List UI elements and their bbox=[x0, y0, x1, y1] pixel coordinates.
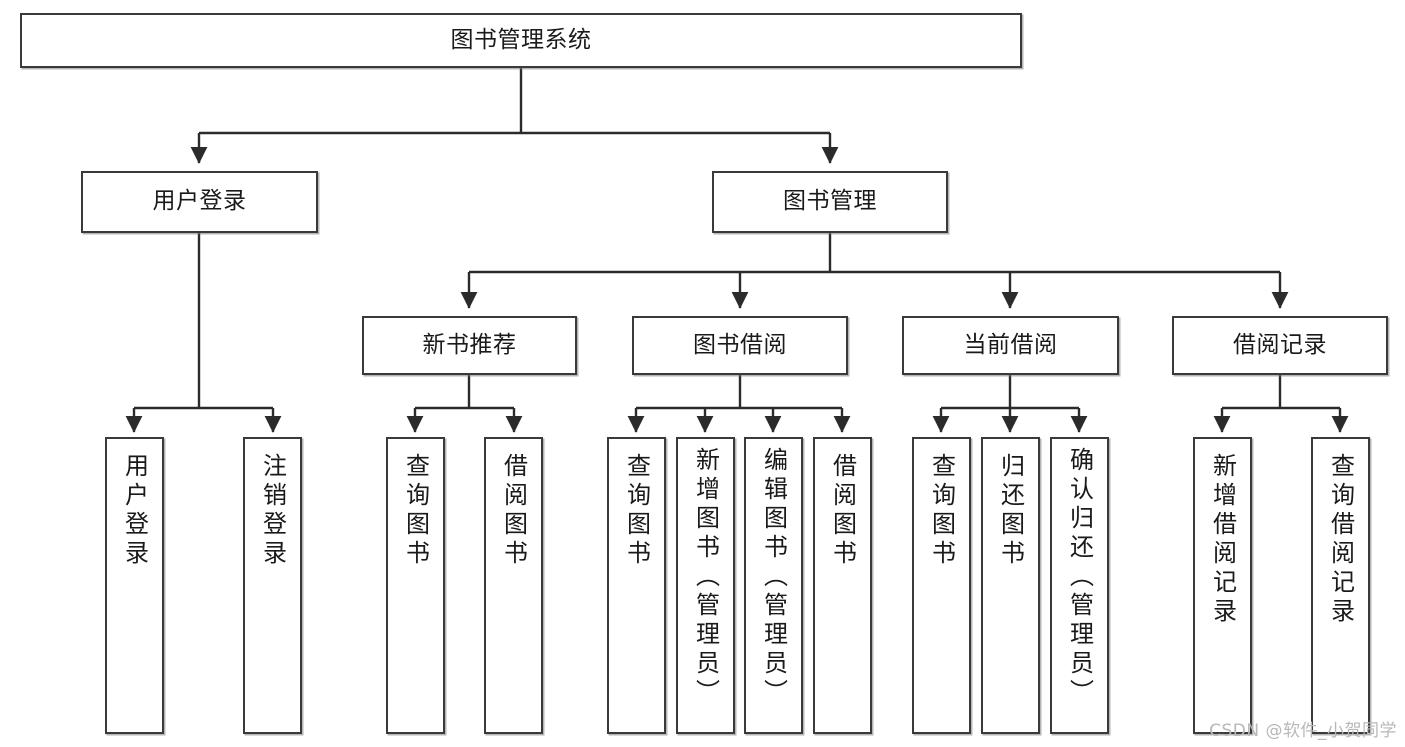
leaf-book-borrow-query[interactable]: 查询图书 bbox=[607, 437, 666, 734]
node-label: 当前借阅 bbox=[963, 331, 1058, 358]
node-label: 图书借阅 bbox=[693, 331, 787, 358]
leaf-current-borrow-query[interactable]: 查询图书 bbox=[912, 437, 971, 734]
node-label: 图书管理 bbox=[783, 188, 877, 215]
node-label: 查询借阅记录 bbox=[1326, 453, 1355, 627]
node-label: 新增借阅记录 bbox=[1208, 453, 1237, 627]
leaf-book-borrow-edit[interactable]: 编辑图书（管理员） bbox=[744, 437, 803, 734]
node-label: 归还图书 bbox=[996, 453, 1025, 569]
leaf-new-book-borrow[interactable]: 借阅图书 bbox=[484, 437, 543, 734]
leaf-book-borrow-add[interactable]: 新增图书（管理员） bbox=[676, 437, 735, 734]
node-label: 确认归还（管理员） bbox=[1065, 447, 1094, 708]
node-new-book-recommend[interactable]: 新书推荐 bbox=[362, 316, 577, 375]
node-book-borrow[interactable]: 图书借阅 bbox=[632, 316, 848, 375]
node-label: 新书推荐 bbox=[422, 331, 517, 358]
node-label: 用户登录 bbox=[152, 188, 247, 215]
leaf-new-book-query[interactable]: 查询图书 bbox=[386, 437, 445, 734]
node-label: 用户登录 bbox=[120, 453, 149, 569]
leaf-current-borrow-return[interactable]: 归还图书 bbox=[981, 437, 1040, 734]
node-book-management[interactable]: 图书管理 bbox=[712, 171, 948, 233]
node-label: 借阅图书 bbox=[828, 453, 857, 569]
node-label: 注销登录 bbox=[258, 453, 287, 569]
node-label: 新增图书（管理员） bbox=[691, 447, 720, 708]
leaf-current-borrow-confirm-return[interactable]: 确认归还（管理员） bbox=[1050, 437, 1109, 734]
csdn-watermark: CSDN @软件_小贺同学 bbox=[1209, 721, 1397, 741]
leaf-borrow-record-query[interactable]: 查询借阅记录 bbox=[1311, 437, 1370, 734]
node-user-login[interactable]: 用户登录 bbox=[81, 171, 318, 233]
node-root-system[interactable]: 图书管理系统 bbox=[20, 13, 1022, 68]
node-label: 借阅记录 bbox=[1233, 331, 1327, 358]
node-label: 查询图书 bbox=[927, 453, 956, 569]
leaf-borrow-record-add[interactable]: 新增借阅记录 bbox=[1193, 437, 1252, 734]
leaf-user-login-logout[interactable]: 注销登录 bbox=[243, 437, 302, 734]
node-current-borrow[interactable]: 当前借阅 bbox=[902, 316, 1119, 375]
node-label: 查询图书 bbox=[622, 453, 651, 569]
node-label: 查询图书 bbox=[401, 453, 430, 569]
node-label: 编辑图书（管理员） bbox=[759, 447, 788, 708]
node-label: 借阅图书 bbox=[499, 453, 528, 569]
leaf-user-login-login[interactable]: 用户登录 bbox=[105, 437, 164, 734]
node-borrow-record[interactable]: 借阅记录 bbox=[1172, 316, 1388, 375]
node-label: 图书管理系统 bbox=[450, 26, 592, 53]
leaf-book-borrow-borrow[interactable]: 借阅图书 bbox=[813, 437, 872, 734]
